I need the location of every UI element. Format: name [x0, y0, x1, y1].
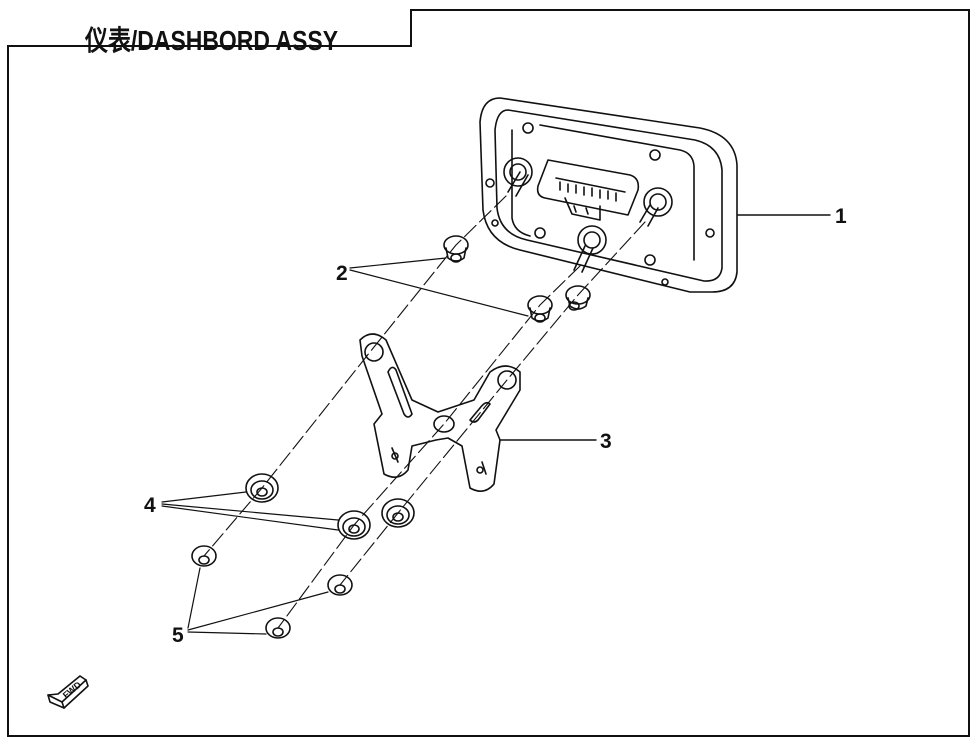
- mounting-bracket: [359, 333, 521, 492]
- callout-3: 3: [600, 430, 612, 453]
- fwd-arrow-icon: [47, 675, 89, 709]
- title-block: 仪表/DASHBORD ASSY: [7, 9, 412, 56]
- leader-4: [161, 491, 339, 531]
- assembly-centerlines: [203, 195, 646, 629]
- leader-2: [349, 257, 529, 317]
- callout-4: 4: [144, 494, 156, 517]
- callout-2: 2: [336, 262, 348, 285]
- dashboard-housing: [479, 97, 738, 293]
- leader-5: [187, 567, 329, 635]
- callout-1: 1: [835, 205, 847, 228]
- fwd-label: FWD: [61, 679, 84, 700]
- drawing-frame: [7, 9, 970, 737]
- callout-5: 5: [172, 624, 184, 647]
- page-title: 仪表/DASHBORD ASSY: [85, 25, 339, 56]
